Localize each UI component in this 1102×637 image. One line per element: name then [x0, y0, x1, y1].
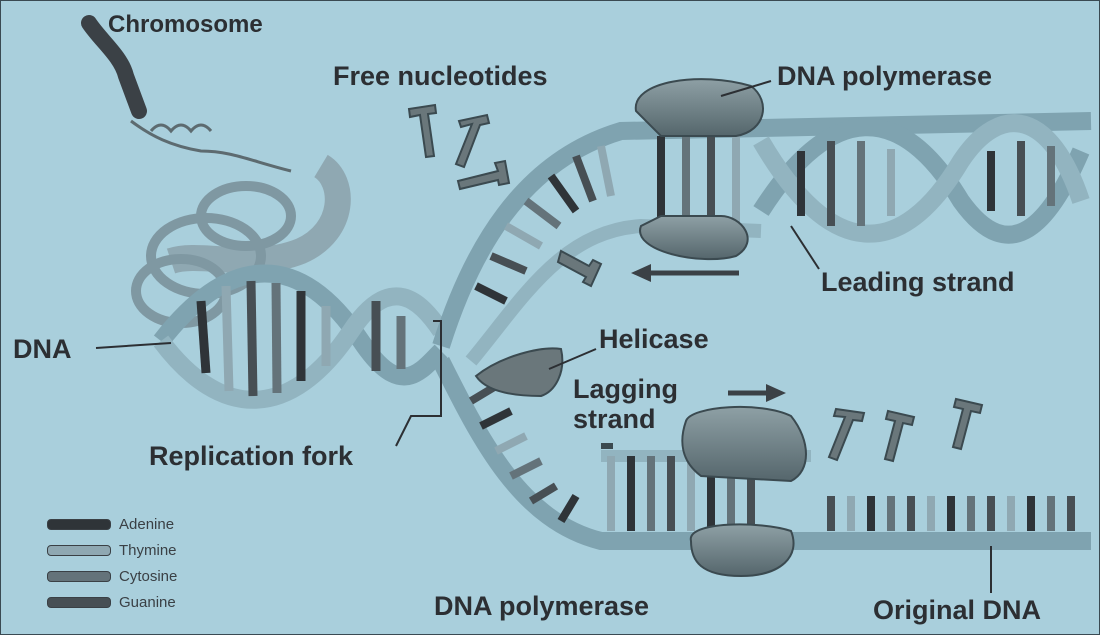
chromosome-icon: [89, 23, 291, 171]
label-original-dna: Original DNA: [873, 597, 1041, 624]
legend-label: Thymine: [119, 542, 177, 559]
leading-strand-arm: [441, 121, 1091, 361]
legend-item-cytosine: Cytosine: [47, 568, 177, 585]
label-replication-fork: Replication fork: [149, 443, 353, 470]
legend-item-guanine: Guanine: [47, 594, 176, 611]
lagging-direction-arrow: [728, 384, 786, 402]
label-leading-strand: Leading strand: [821, 269, 1015, 296]
dna-polymerase-bottom-icon: [682, 407, 806, 576]
label-dna-polymerase-top: DNA polymerase: [777, 63, 992, 90]
dna-polymerase-top-icon: [636, 79, 763, 259]
label-helicase: Helicase: [599, 326, 709, 353]
legend-label: Adenine: [119, 516, 174, 533]
label-dna-polymerase-bottom: DNA polymerase: [434, 593, 649, 620]
guanine-swatch: [47, 597, 111, 608]
adenine-swatch: [47, 519, 111, 530]
legend-label: Cytosine: [119, 568, 177, 585]
double-helix: [161, 274, 441, 400]
legend-item-thymine: Thymine: [47, 542, 177, 559]
legend-label: Guanine: [119, 594, 176, 611]
label-free-nucleotides: Free nucleotides: [333, 63, 548, 90]
free-nucleotides-right-icon: [829, 399, 982, 461]
cytosine-swatch: [47, 571, 111, 582]
label-lagging: Lagging: [573, 376, 678, 403]
thymine-swatch: [47, 545, 111, 556]
legend-item-adenine: Adenine: [47, 516, 174, 533]
label-chromosome: Chromosome: [108, 13, 263, 37]
leading-direction-arrow: [631, 264, 739, 282]
label-strand: strand: [573, 406, 656, 433]
chromatin-coil: [136, 166, 338, 323]
label-dna: DNA: [13, 336, 72, 363]
